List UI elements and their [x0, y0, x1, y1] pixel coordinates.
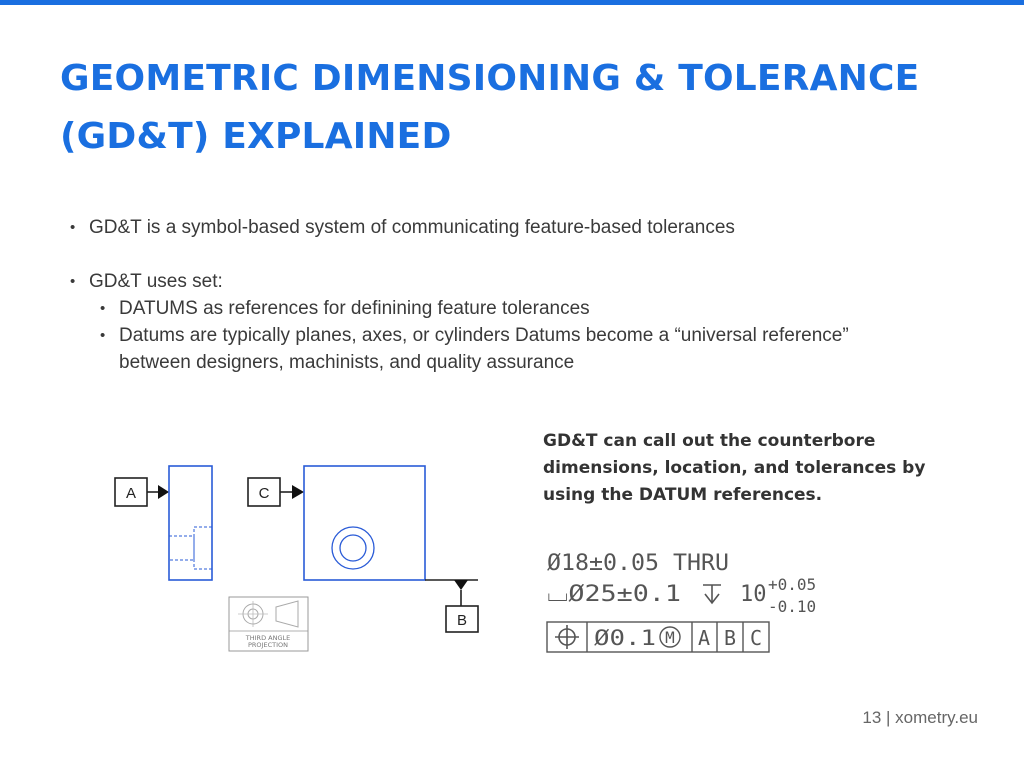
datum-b-box [445, 605, 479, 633]
title-line-2: (GD&T) EXPLAINED [60, 116, 452, 157]
datum-c-label: C [259, 485, 270, 502]
depth-icon [703, 584, 721, 605]
datum-a-label: A [126, 485, 136, 502]
datum-b-triangle [454, 580, 468, 590]
top-accent-bar [0, 0, 1024, 5]
hole-diameter-callout: Ø18±0.05 THRU [547, 551, 729, 576]
mmc-modifier-circle [659, 626, 681, 648]
counterbore-callout-text: GD&T can call out the counterbore dimens… [543, 431, 926, 505]
position-icon [555, 625, 579, 649]
slide-title: GEOMETRIC DIMENSIONING & TOLERANCE (GD&T… [60, 50, 960, 166]
bullet-item: GD&T is a symbol-based system of communi… [70, 214, 950, 241]
counterbore-depth-value: 10 [740, 582, 767, 607]
fcf-datum-a: A [698, 626, 710, 650]
datum-a-triangle [158, 485, 169, 499]
depth-upper-tolerance: +0.05 [768, 575, 816, 594]
projection-label-line-1: THIRD ANGLE [245, 634, 290, 642]
depth-lower-tolerance: -0.10 [768, 597, 816, 616]
sub-bullet-item: DATUMS as references for definining feat… [70, 295, 950, 322]
side-view-hidden-counterbore [168, 535, 195, 561]
projection-symbol-frame [228, 596, 309, 652]
fcf-datum-b: B [724, 626, 736, 650]
datum-c-box [247, 477, 281, 507]
front-view-part [303, 465, 426, 581]
side-view-part [168, 465, 213, 581]
projection-cone-icon [275, 600, 299, 628]
feature-control-frame [546, 621, 770, 653]
sub-bullet-line-1: Datums are typically planes, axes, or cy… [119, 325, 849, 346]
counterbore-outer-circle [331, 526, 375, 570]
fcf-datum-c: C [750, 626, 762, 650]
bullet-item: GD&T uses set: [70, 268, 950, 295]
counterbore-diameter-callout: ⌴Ø25±0.1 [547, 582, 681, 607]
title-line-1: GEOMETRIC DIMENSIONING & TOLERANCE [60, 58, 920, 99]
through-hole-circle [339, 534, 367, 562]
slide-footer: 13 | xometry.eu [862, 708, 978, 727]
fcf-tolerance-value: Ø0.1 [594, 626, 656, 650]
datum-b-label: B [457, 612, 467, 629]
bullet-list: GD&T is a symbol-based system of communi… [70, 214, 950, 376]
datum-c-triangle [292, 485, 304, 499]
fcf-modifier-label: M [665, 628, 675, 647]
sub-bullet-line-2: between designers, machinists, and quali… [119, 352, 575, 373]
sub-bullet-item: Datums are typically planes, axes, or cy… [70, 322, 950, 376]
projection-label-line-2: PROJECTION [248, 641, 288, 649]
